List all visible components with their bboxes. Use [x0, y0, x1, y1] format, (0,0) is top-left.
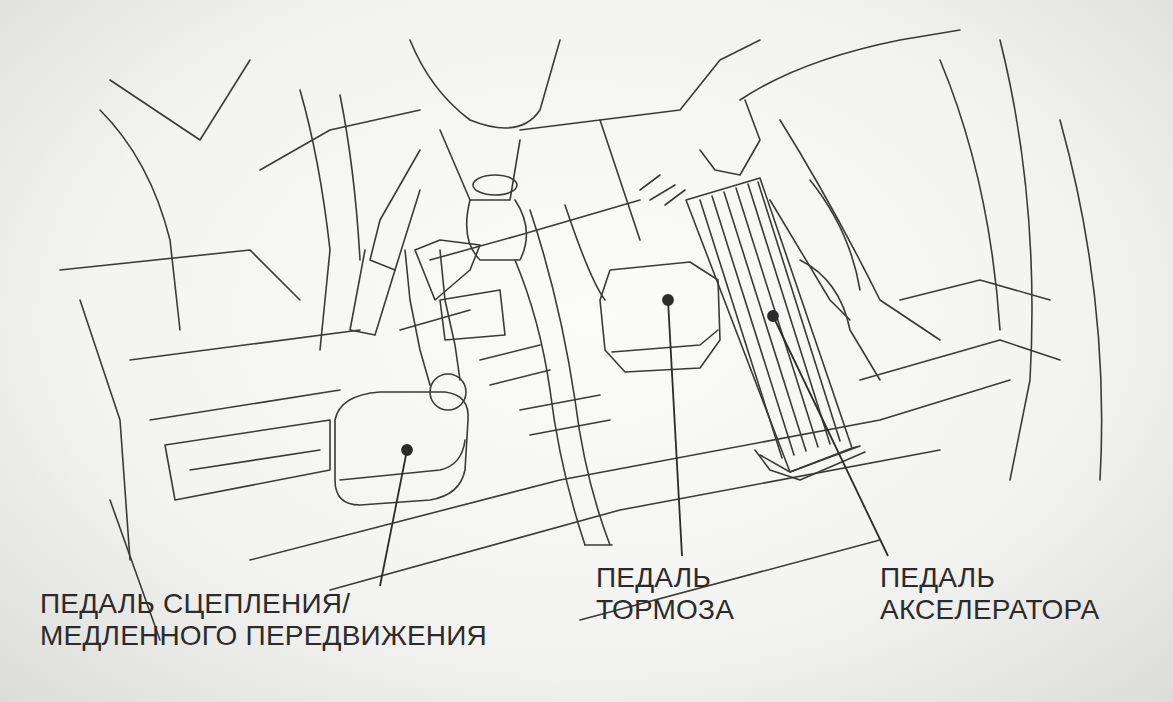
- leader-lines: [380, 295, 888, 586]
- part-label: ПЕДАЛЬ АКСЕЛЕРАТОРА: [880, 562, 919, 626]
- part-label: ПЕДАЛЬ ТОРМОЗА: [596, 562, 636, 626]
- part-label: ПЕДАЛЬ СЦЕПЛЕНИЯ/ МЕДЛЕННОГО ПЕРЕДВИЖЕНИ…: [40, 588, 488, 652]
